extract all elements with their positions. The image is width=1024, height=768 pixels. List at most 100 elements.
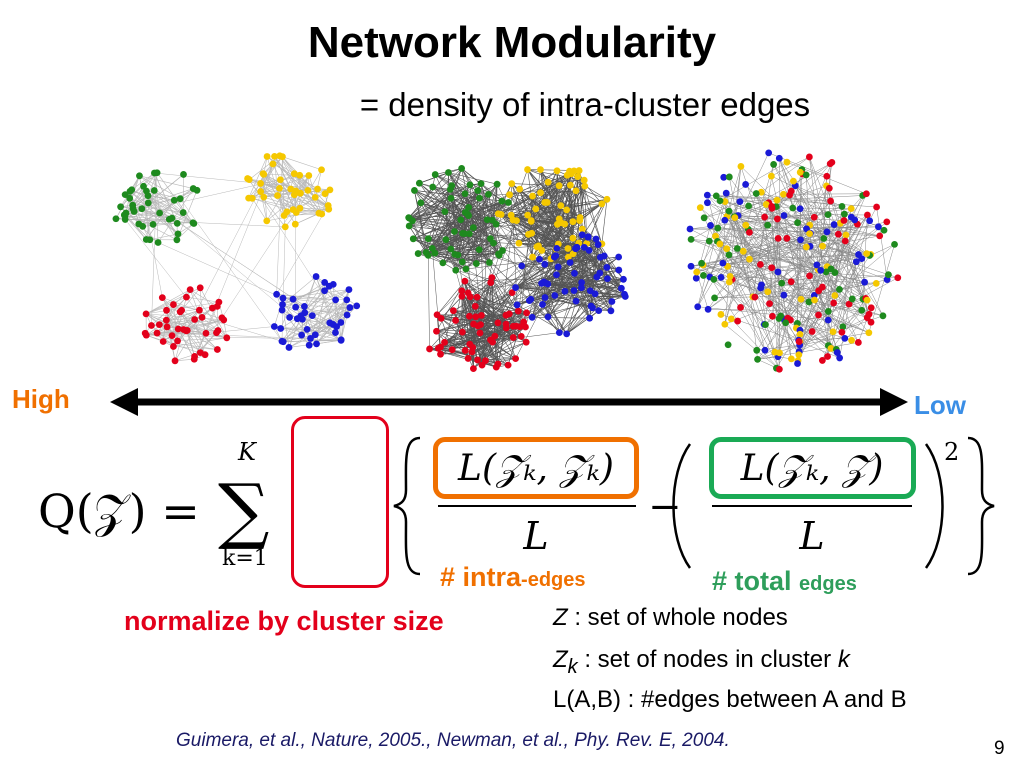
low-modularity-network-node	[717, 273, 725, 281]
high-modularity-network-node	[153, 329, 161, 337]
high-modularity-network-node	[343, 296, 351, 304]
high-modularity-network-node	[285, 344, 293, 351]
medium-modularity-network-node	[557, 219, 565, 227]
low-modularity-network-node	[805, 298, 813, 306]
medium-modularity-network-node	[478, 361, 486, 369]
medium-modularity-network-node	[469, 344, 477, 351]
high-modularity-network-node	[304, 187, 312, 194]
medium-modularity-network-node	[551, 292, 559, 299]
high-modularity-network-node	[173, 219, 181, 227]
medium-modularity-network-node	[538, 279, 545, 287]
high-modularity-network-node	[326, 186, 334, 194]
medium-modularity-network-node	[506, 191, 513, 199]
citation: Guimera, et al., Nature, 2005., Newman, …	[176, 730, 730, 751]
medium-modularity-network-node	[589, 304, 596, 312]
intra-edges-label: # intra-edges	[440, 562, 586, 592]
medium-modularity-network-node	[598, 200, 606, 208]
high-modularity-network-node	[223, 334, 231, 342]
medium-modularity-network-node	[555, 329, 563, 337]
medium-modularity-network-node	[431, 171, 439, 178]
high-modularity-network-node	[270, 323, 278, 330]
low-modularity-network-node	[705, 237, 713, 245]
high-modularity-network-node	[142, 310, 150, 318]
high-modularity-network-node	[326, 319, 334, 327]
medium-modularity-network-node	[603, 195, 611, 203]
medium-modularity-network-node	[478, 311, 485, 319]
high-modularity-network-node	[191, 316, 199, 323]
low-modularity-network-node	[831, 292, 839, 299]
medium-modularity-network-node	[615, 266, 623, 274]
low-modularity-network-node	[746, 255, 753, 263]
high-modularity-network-node	[321, 190, 329, 198]
high-modularity-network-node	[283, 208, 291, 216]
formula-lhs: Q(𝒵) =	[38, 484, 200, 538]
medium-modularity-network-node	[516, 323, 524, 331]
medium-modularity-network-node	[451, 250, 459, 258]
medium-modularity-network-node	[584, 233, 592, 241]
low-modularity-network-node	[823, 172, 831, 180]
medium-modularity-network-node	[621, 290, 628, 298]
low-modularity-network-node	[879, 312, 887, 320]
high-modularity-network-node	[129, 205, 137, 212]
low-modularity-network-node	[686, 225, 694, 233]
high-modularity-network-node	[174, 230, 182, 238]
low-modularity-network-node	[752, 190, 760, 197]
low-modularity-network-node	[855, 251, 862, 258]
high-modularity-network-node	[325, 282, 333, 290]
low-modularity-network-node	[739, 247, 747, 255]
medium-modularity-network-node	[446, 185, 454, 193]
high-modularity-network-node	[274, 192, 281, 199]
sum-symbol: ∑	[218, 468, 270, 552]
medium-modularity-network-node	[544, 313, 552, 321]
low-modularity-network-node	[838, 328, 846, 336]
low-modularity-network-node	[700, 214, 708, 222]
low-modularity-network-node	[810, 213, 818, 221]
medium-modularity-network-node	[595, 307, 603, 315]
high-modularity-network-node	[178, 306, 186, 314]
low-modularity-network-node	[818, 283, 826, 291]
high-modularity-network-node	[257, 188, 265, 195]
high-modularity-network-node	[149, 220, 157, 228]
medium-modularity-network-node	[543, 199, 551, 206]
low-modularity-network-node	[875, 223, 882, 231]
medium-modularity-network-node	[490, 239, 497, 247]
medium-modularity-network-node	[578, 225, 586, 233]
medium-modularity-network-node	[414, 250, 422, 257]
low-modularity-network-node	[723, 245, 731, 253]
medium-modularity-network-node	[564, 253, 572, 261]
medium-modularity-network-node	[557, 202, 565, 210]
medium-modularity-network-node	[529, 253, 537, 261]
medium-modularity-network-node	[585, 246, 593, 254]
high-modularity-network-node	[146, 236, 154, 244]
medium-modularity-network-node	[515, 239, 523, 247]
low-modularity-network-node	[796, 205, 804, 213]
low-modularity-network-node	[745, 228, 753, 236]
low-modularity-network-node	[813, 261, 821, 269]
low-modularity-network-node	[818, 357, 826, 364]
low-modularity-network-node	[836, 285, 843, 293]
medium-modularity-network-node	[522, 338, 530, 346]
medium-modularity-network-node	[477, 180, 485, 188]
medium-modularity-network-node	[477, 321, 484, 329]
low-modularity-network-node	[822, 268, 830, 276]
medium-modularity-network-node	[538, 247, 546, 254]
medium-modularity-network-node	[469, 224, 477, 232]
medium-modularity-network-node	[437, 350, 444, 358]
network-modularity-illustrations	[112, 149, 902, 373]
medium-modularity-network-node	[429, 183, 437, 191]
high-modularity-network-node	[122, 209, 130, 217]
high-modularity-network-node	[343, 311, 351, 319]
low-modularity-network-node	[824, 308, 832, 315]
medium-modularity-network-node	[494, 210, 502, 218]
modularity-spectrum-arrow	[110, 388, 908, 416]
high-modularity-network-node	[171, 357, 179, 365]
low-modularity-network-node	[826, 160, 834, 168]
high-modularity-network-node	[248, 194, 256, 202]
medium-modularity-network-node	[569, 218, 577, 226]
low-modularity-network-node	[724, 341, 732, 349]
high-modularity-network-node	[180, 326, 188, 333]
low-modularity-network-node	[707, 222, 714, 229]
high-modularity-network-node	[332, 329, 339, 336]
high-modularity-network-node	[353, 302, 361, 310]
high-modularity-network-node	[305, 172, 313, 179]
